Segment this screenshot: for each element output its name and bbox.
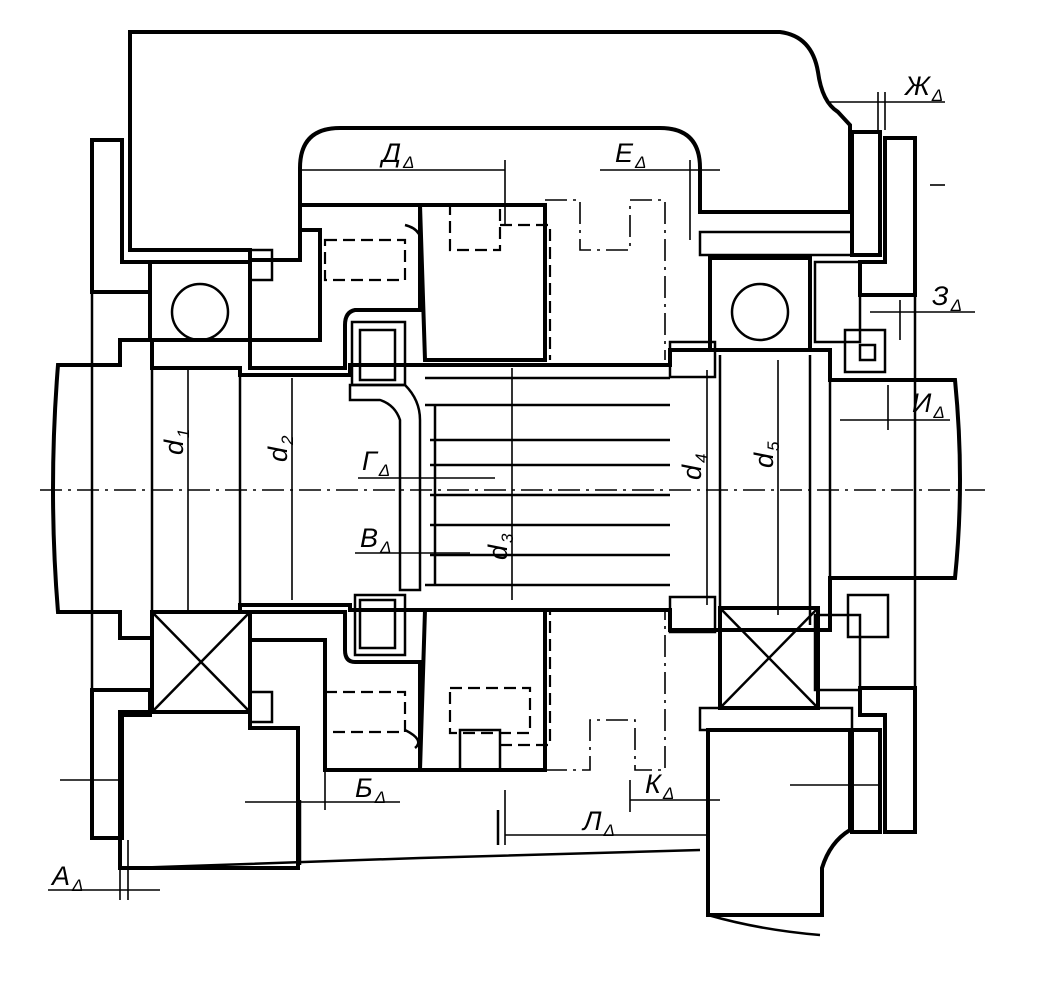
hidden-gear-lines — [323, 199, 666, 772]
right-ball-bearing — [668, 256, 812, 379]
housing-break-lines — [129, 800, 821, 937]
label-d5: d5 — [749, 441, 783, 468]
label-d3: d3 — [483, 533, 517, 560]
label-d4: d4 — [677, 454, 711, 481]
left-roller-bearing — [150, 610, 274, 724]
right-roller-bearing — [668, 595, 820, 710]
housing-upper — [128, 30, 852, 262]
dimension-lines — [48, 92, 975, 900]
right-cover — [850, 130, 917, 834]
housing-lower-right — [706, 728, 852, 917]
label-d2: d2 — [263, 435, 297, 462]
right-sleeves — [698, 230, 890, 732]
shaft — [51, 338, 962, 640]
gear-hub — [248, 203, 547, 772]
diameter-labels: d1 d2 d3 d4 d5 — [159, 429, 783, 561]
left-ball-bearing — [148, 248, 274, 342]
housing-lower-left — [118, 710, 300, 870]
left-cover — [90, 138, 152, 840]
label-d1: d1 — [159, 429, 193, 456]
